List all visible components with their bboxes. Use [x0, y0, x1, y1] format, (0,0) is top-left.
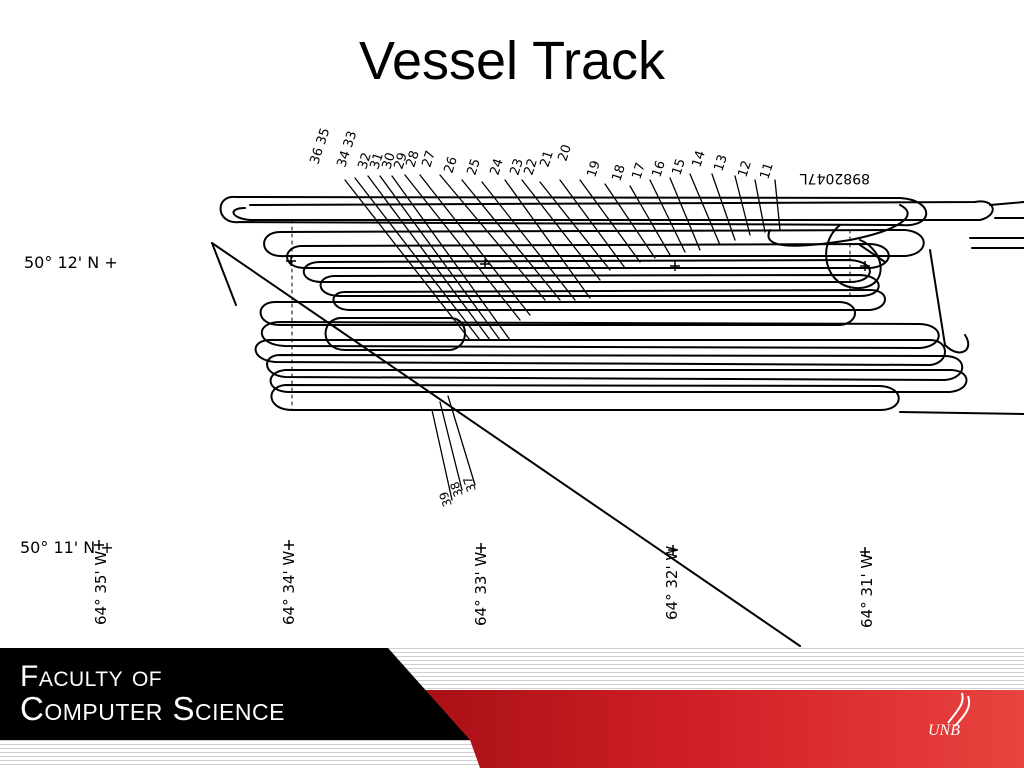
- track-label-lower: 38: [447, 480, 465, 499]
- diagonal-track-line: [211, 242, 801, 647]
- track-label: 31: [368, 151, 387, 171]
- vessel-track-sketch: 36 35 34 33 32 31 30 29 28 27 26 25 24 2…: [94, 126, 1024, 647]
- latitude-label-top: 50° 12' N +: [24, 253, 118, 272]
- survey-loop: [324, 317, 466, 351]
- survey-loop: [332, 288, 886, 311]
- survey-loop: [254, 339, 946, 367]
- longitude-label: 64° 32' W: [663, 545, 681, 620]
- dashed-marker: [291, 219, 851, 411]
- track-label: 23: [508, 157, 527, 177]
- latitude-label-bottom: 50° 11' N +: [20, 538, 114, 557]
- track-label: 12: [736, 159, 755, 179]
- survey-loop: [269, 369, 968, 393]
- track-label: 30: [380, 151, 399, 171]
- survey-loop: [232, 200, 994, 221]
- reference-id: 8982047L: [800, 170, 870, 186]
- footer-red-band: [400, 690, 1024, 768]
- longitude-label: 64° 34' W: [280, 550, 298, 625]
- track-label: 36 35: [308, 126, 334, 166]
- survey-loop: [260, 320, 940, 350]
- faculty-line1: Faculty of: [20, 660, 163, 693]
- leader-lines: [344, 173, 781, 341]
- track-label: 22: [522, 157, 541, 177]
- longitude-label: 64° 31' W: [858, 553, 876, 628]
- longitude-label: 64° 35' W: [92, 550, 110, 625]
- turn-loop: [859, 244, 886, 263]
- track-label: 27: [420, 149, 439, 169]
- leader-lines-lower: [431, 395, 476, 501]
- survey-loop: [263, 228, 925, 258]
- grid-crosses: [286, 256, 870, 271]
- track-label: 24: [488, 157, 507, 177]
- footer-black-panel: [0, 648, 470, 740]
- track-label: 20: [556, 143, 575, 163]
- track-label-lower: 37: [460, 475, 478, 494]
- track-label: 26: [442, 155, 461, 175]
- track-number-labels: 36 35 34 33 32 31 30 29 28 27 26 25 24 2…: [308, 126, 777, 183]
- track-label: 16: [650, 159, 669, 179]
- track-label: 32: [356, 151, 375, 171]
- track-label: 18: [610, 163, 629, 183]
- footer-banner: [0, 648, 1024, 768]
- track-label: 25: [465, 157, 484, 177]
- track-label: 13: [712, 153, 731, 173]
- short-diagonal-line: [211, 242, 237, 306]
- turn-loop: [929, 249, 970, 354]
- track-label: 11: [758, 161, 777, 181]
- slide-title: Vessel Track: [358, 31, 666, 91]
- survey-loop: [319, 273, 880, 297]
- track-label: 19: [585, 159, 604, 179]
- unb-logo-icon: [947, 692, 971, 727]
- track-label: 17: [630, 161, 649, 181]
- faculty-line2: Computer Science: [20, 690, 285, 727]
- track-label: 15: [670, 157, 689, 177]
- survey-loop: [270, 383, 900, 411]
- exit-line-bottom: [899, 411, 1024, 415]
- longitude-label: 64° 33' W: [472, 551, 490, 626]
- unb-logo-text: UNB: [928, 722, 960, 739]
- track-label: 21: [538, 149, 557, 169]
- track-label-lower: 39: [436, 490, 454, 509]
- track-label: 28: [404, 149, 423, 169]
- longitude-ticks: [94, 540, 870, 557]
- survey-loop: [259, 301, 856, 326]
- track-number-labels-lower: 39 38 37: [436, 475, 478, 509]
- exit-line-top: [969, 201, 1024, 249]
- track-label: 29: [392, 151, 411, 171]
- survey-loop: [266, 353, 964, 382]
- turn-loop: [825, 224, 882, 290]
- track-label: 14: [690, 149, 709, 169]
